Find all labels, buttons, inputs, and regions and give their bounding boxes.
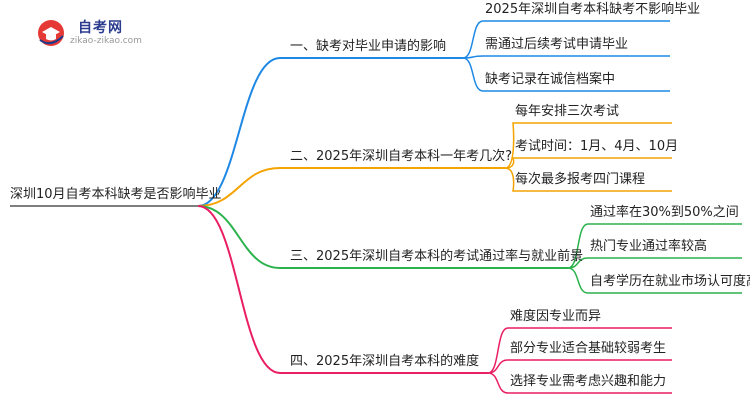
leaf-topic-2-3: 每次最多报考四门课程 bbox=[515, 172, 646, 187]
leaf-topic-4-3: 选择专业需考虑兴趣和能力 bbox=[510, 374, 667, 389]
branch-topic-1: 一、缺考对毕业申请的影响 bbox=[290, 39, 447, 54]
leaf-connector-4-1 bbox=[487, 327, 672, 374]
leaf-topic-3-2: 热门专业通过率较高 bbox=[590, 239, 708, 254]
branch-topic-4: 四、2025年深圳自考本科的难度 bbox=[290, 354, 480, 369]
leaf-connector-2-3 bbox=[504, 167, 672, 192]
leaf-topic-2-2: 考试时间：1月、4月、10月 bbox=[515, 139, 679, 154]
leaf-connector-1-1 bbox=[462, 20, 670, 59]
leaf-topic-1-1: 2025年深圳自考本科缺考不影响毕业 bbox=[485, 2, 701, 17]
leaf-connector-3-3 bbox=[567, 267, 742, 294]
leaf-connector-4-2 bbox=[487, 359, 672, 374]
root-topic: 深圳10月自考本科缺考是否影响毕业 bbox=[10, 187, 222, 202]
logo-url: zikao-zikao.com bbox=[70, 36, 142, 46]
leaf-topic-4-1: 难度因专业而异 bbox=[510, 309, 602, 324]
graduation-cap-icon bbox=[38, 20, 64, 46]
branch-connector-4 bbox=[197, 205, 488, 374]
leaf-connector-3-2 bbox=[567, 257, 742, 269]
branch-connector-1 bbox=[197, 57, 463, 207]
leaf-connector-4-3 bbox=[487, 372, 672, 394]
leaf-topic-2-1: 每年安排三次考试 bbox=[515, 104, 620, 119]
leaf-connector-3-1 bbox=[567, 223, 742, 269]
leaf-connector-1-2 bbox=[462, 55, 670, 59]
site-logo: 自考网 zikao-zikao.com bbox=[36, 16, 146, 50]
branch-connector-2 bbox=[197, 167, 505, 207]
leaf-topic-3-1: 通过率在30%到50%之间 bbox=[590, 205, 739, 220]
leaf-connector-2-1 bbox=[504, 122, 672, 169]
logo-name: 自考网 bbox=[78, 20, 123, 36]
branch-topic-3: 三、2025年深圳自考本科的考试通过率与就业前景 bbox=[290, 249, 584, 264]
branch-connector-3 bbox=[197, 205, 568, 269]
branch-topic-2: 二、2025年深圳自考本科一年考几次? bbox=[290, 149, 512, 164]
leaf-connector-2-2 bbox=[504, 157, 672, 169]
leaf-topic-4-2: 部分专业适合基础较弱考生 bbox=[510, 341, 667, 356]
leaf-topic-1-2: 需通过后续考试申请毕业 bbox=[485, 37, 629, 52]
leaf-topic-3-3: 自考学历在就业市场认可度高 bbox=[590, 274, 750, 289]
leaf-topic-1-3: 缺考记录在诚信档案中 bbox=[485, 72, 616, 87]
leaf-connector-1-3 bbox=[462, 57, 670, 92]
